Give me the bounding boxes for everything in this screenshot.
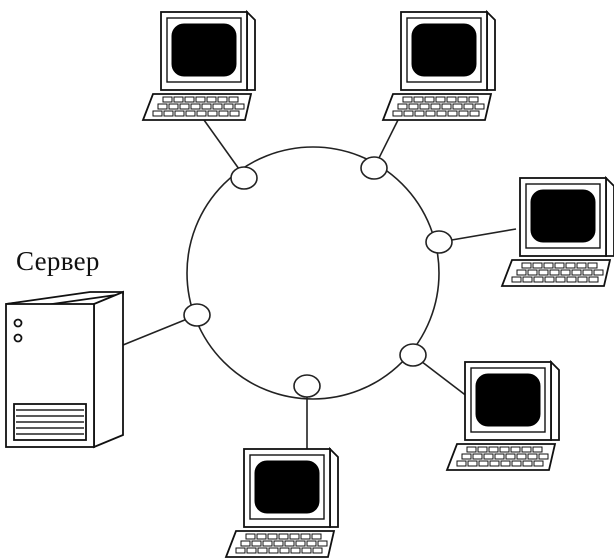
computer-icon — [501, 177, 614, 287]
ring-nodes — [183, 156, 453, 398]
connection-lines — [122, 119, 517, 457]
link-top-left — [203, 119, 245, 177]
network-node-icon — [425, 230, 453, 254]
server-label: Сервер — [16, 246, 100, 276]
network-node-icon — [183, 303, 211, 327]
network-node-icon — [293, 374, 321, 398]
workstations — [142, 11, 614, 558]
computer-icon — [142, 11, 256, 121]
ring-bus — [186, 146, 440, 400]
network-node-icon — [399, 343, 427, 367]
computer-icon — [225, 448, 339, 558]
network-node-icon — [360, 156, 388, 180]
network-node-icon — [230, 166, 258, 190]
computer-icon — [446, 361, 560, 471]
computer-icon — [382, 11, 496, 121]
link-right-upper — [439, 228, 517, 243]
server-tower-icon — [5, 290, 124, 449]
